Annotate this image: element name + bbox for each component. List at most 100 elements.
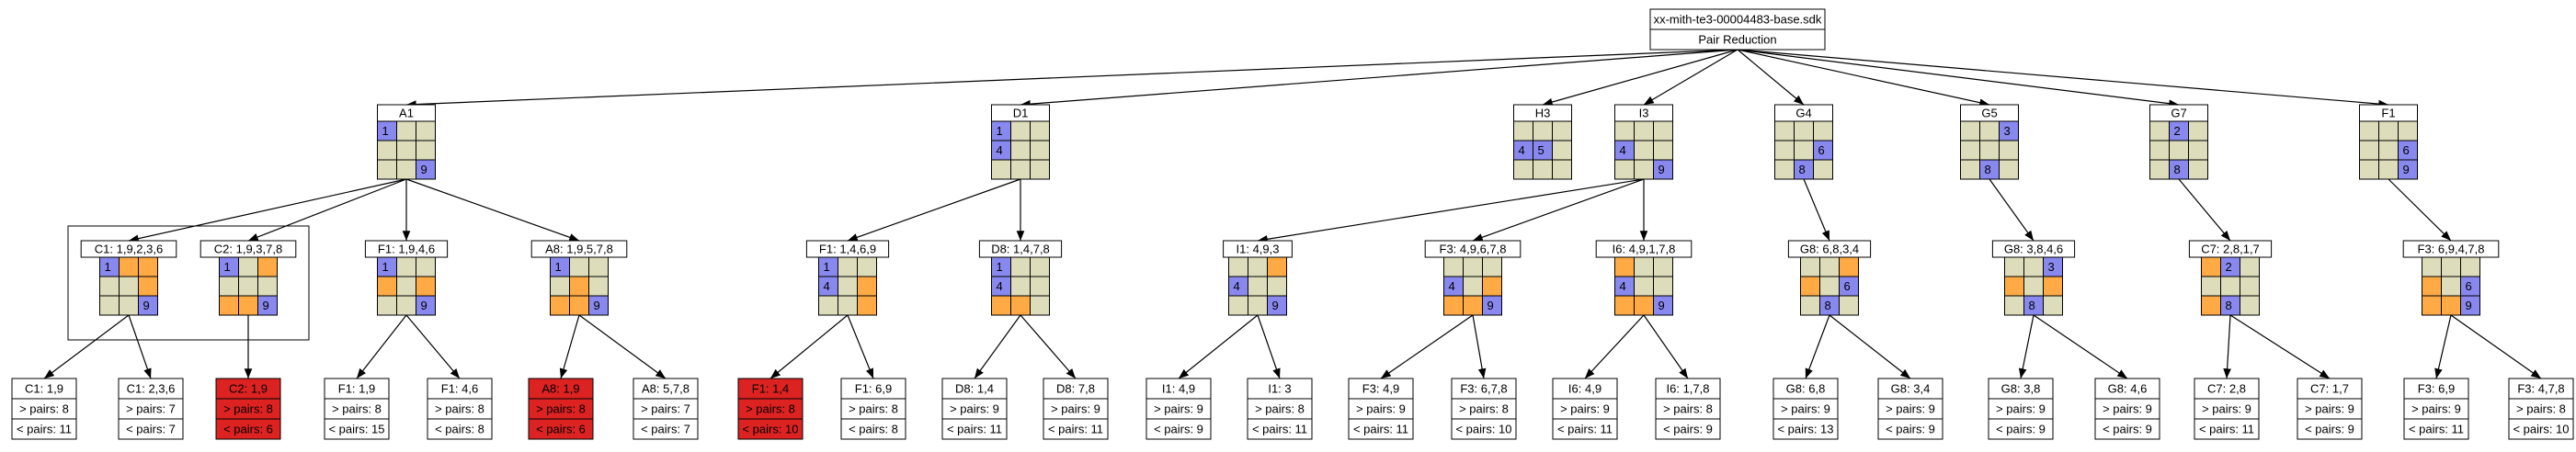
cell-candidate: 4 xyxy=(1234,279,1240,293)
leaf-lt-pairs: < pairs: 11 xyxy=(17,423,72,436)
grid-cell xyxy=(1839,256,1859,277)
leaf-lt-pairs: < pairs: 11 xyxy=(947,423,1002,436)
level2-node: C2: 1,9,3,7,819 xyxy=(199,240,297,316)
grid-cell xyxy=(1030,120,1050,141)
leaf-gt-pairs: > pairs: 9 xyxy=(1356,402,1406,416)
cell-candidate: 9 xyxy=(2466,299,2472,312)
level1-node-label: A1 xyxy=(399,107,414,120)
grid-cell xyxy=(1443,295,1464,316)
tree-edge xyxy=(1805,314,1830,379)
leaf-lt-pairs: < pairs: 6 xyxy=(536,423,586,436)
grid-cell xyxy=(2201,295,2221,316)
level2-node-label: C1: 1,9,2,3,6 xyxy=(95,243,163,256)
grid-cell xyxy=(1010,159,1031,180)
grid-cell xyxy=(1979,120,2000,141)
grid-cell xyxy=(1030,276,1050,297)
leaf-gt-pairs: > pairs: 9 xyxy=(950,402,999,416)
cell-candidate: 4 xyxy=(1620,279,1626,293)
grid-cell xyxy=(1614,256,1635,277)
leaf-node: F3: 4,7,8> pairs: 8< pairs: 10 xyxy=(2508,378,2574,440)
grid-cell xyxy=(1010,295,1031,316)
grid-cell xyxy=(1010,140,1031,161)
leaf-gt-pairs: > pairs: 8 xyxy=(2516,402,2566,416)
cell-candidate: 6 xyxy=(1844,279,1851,293)
leaf-row xyxy=(2094,418,2160,440)
grid-cell xyxy=(1634,140,1654,161)
cell-candidate: 1 xyxy=(382,260,389,274)
cell-candidate: 4 xyxy=(997,279,1003,293)
leaf-lt-pairs: < pairs: 11 xyxy=(2409,423,2464,436)
tree-edge xyxy=(769,314,849,379)
leaf-lt-pairs: < pairs: 11 xyxy=(2199,423,2254,436)
grid-cell xyxy=(257,295,278,316)
grid-cell xyxy=(138,295,158,316)
grid-cell xyxy=(1653,120,1673,141)
grid-cell xyxy=(2149,159,2170,180)
leaf-node: I6: 1,7,8> pairs: 8< pairs: 9 xyxy=(1655,378,1721,440)
tree-edge xyxy=(1257,178,1645,243)
grid-cell xyxy=(838,276,858,297)
level2-node-label: C7: 2,8,1,7 xyxy=(2201,243,2260,256)
grid-cell xyxy=(2201,276,2221,297)
cell-candidate: 2 xyxy=(2226,260,2232,274)
grid-cell xyxy=(2398,159,2418,180)
tree-edge xyxy=(2018,314,2035,379)
grid-cell xyxy=(857,276,877,297)
leaf-node: C7: 1,7> pairs: 9< pairs: 9 xyxy=(2297,378,2363,440)
leaf-label: C2: 1,9 xyxy=(229,382,268,396)
tree-edge xyxy=(128,178,407,243)
grid-cell xyxy=(219,276,239,297)
leaf-label: I1: 4,9 xyxy=(1162,382,1195,396)
tree-edge xyxy=(1178,314,1259,379)
leaf-node: C7: 2,8> pairs: 9< pairs: 11 xyxy=(2194,378,2260,440)
cell-candidate: 9 xyxy=(421,163,427,176)
grid-cell xyxy=(396,140,416,161)
leaf-label: C1: 1,9 xyxy=(25,382,63,396)
tree-edge xyxy=(847,314,874,379)
grid-cell xyxy=(2240,276,2260,297)
leaf-label: F1: 1,9 xyxy=(338,382,375,396)
grid-cell xyxy=(1800,295,1820,316)
leaf-row xyxy=(1043,418,1109,440)
grid-cell xyxy=(1267,276,1287,297)
grid-cell xyxy=(2188,159,2208,180)
level2-node: C1: 1,9,2,3,619 xyxy=(80,240,177,316)
leaf-node: F3: 6,7,8> pairs: 8< pairs: 10 xyxy=(1451,378,1517,440)
cell-candidate: 4 xyxy=(1519,143,1525,157)
leaf-lt-pairs: < pairs: 11 xyxy=(1048,423,1103,436)
leaf-gt-pairs: > pairs: 8 xyxy=(223,402,273,416)
grid-cell xyxy=(2441,256,2461,277)
grid-cell xyxy=(1010,120,1031,141)
grid-cell xyxy=(1463,276,1483,297)
leaf-node: C2: 1,9> pairs: 8< pairs: 6 xyxy=(215,378,281,440)
cell-candidate: 1 xyxy=(997,124,1003,138)
grid-cell xyxy=(138,276,158,297)
level2-node-label: F3: 6,9,4,7,8 xyxy=(2418,243,2485,256)
cell-candidate: 9 xyxy=(1272,299,1279,312)
grid-cell xyxy=(857,256,877,277)
leaf-label: F3: 6,7,8 xyxy=(1460,382,1507,396)
cell-candidate: 9 xyxy=(1487,299,1494,312)
grid-cell xyxy=(257,276,278,297)
grid-cell xyxy=(2422,295,2442,316)
level2-node-label: I6: 4,9,1,7,8 xyxy=(1613,243,1676,256)
cell-candidate: 6 xyxy=(1818,143,1825,157)
leaf-node: C1: 2,3,6> pairs: 7< pairs: 7 xyxy=(118,378,184,440)
grid-cell xyxy=(1813,159,1833,180)
grid-cell xyxy=(416,256,436,277)
grid-cell xyxy=(416,276,436,297)
leaf-node: G8: 3,8> pairs: 9< pairs: 9 xyxy=(1988,378,2054,440)
grid-cell xyxy=(396,295,416,316)
grid-cell xyxy=(119,276,139,297)
grid-cell xyxy=(416,120,436,141)
grid-cell xyxy=(1552,159,1572,180)
level2-node-label: F3: 4,9,6,7,8 xyxy=(1440,243,1507,256)
leaf-row xyxy=(2403,418,2469,440)
grid-cell xyxy=(857,295,877,316)
grid-cell xyxy=(588,295,609,316)
leaf-node: F3: 6,9> pairs: 9< pairs: 11 xyxy=(2403,378,2469,440)
level2-node: A8: 1,9,5,7,819 xyxy=(530,240,628,316)
leaf-lt-pairs: < pairs: 8 xyxy=(849,423,898,436)
grid-cell xyxy=(2359,140,2379,161)
